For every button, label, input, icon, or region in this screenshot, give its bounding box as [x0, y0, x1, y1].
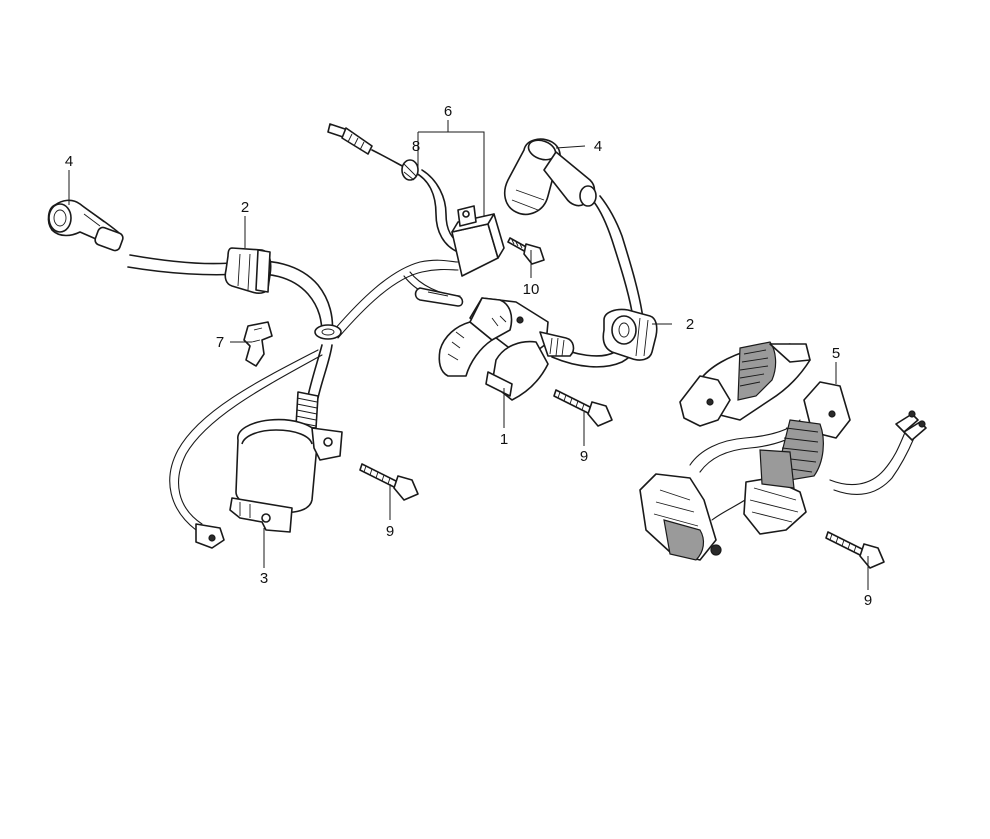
- spark-plug-cap-right: [503, 138, 597, 216]
- callout-9-left: 9: [386, 523, 394, 540]
- callout-9-center: 9: [580, 448, 588, 465]
- callout-1: 1: [500, 431, 508, 448]
- callout-7: 7: [216, 334, 224, 351]
- bolt-10: [507, 237, 545, 265]
- callout-4-right: 4: [594, 138, 602, 155]
- ground-terminal: [195, 523, 225, 549]
- ignition-unit: [451, 205, 505, 277]
- wire-connector: [414, 287, 464, 307]
- leader-lines: [68, 120, 869, 590]
- callout-labels: 1 2 2 3 4 4 5 6 7 8 9 9 9 10: [65, 103, 872, 609]
- wire-clip: [243, 321, 273, 367]
- bolt-9-left: [359, 463, 419, 501]
- callout-9-right: 9: [864, 592, 872, 609]
- callout-6: 6: [444, 103, 452, 120]
- callout-10: 10: [523, 281, 540, 298]
- callout-2-right: 2: [686, 316, 694, 333]
- ignition-coil: [229, 391, 343, 533]
- bolt-9-center: [553, 389, 613, 427]
- stop-switch-lead: [327, 123, 419, 181]
- callout-3: 3: [260, 570, 268, 587]
- spark-plug-cap-left: [47, 199, 124, 252]
- bolt-9-right: [825, 531, 885, 569]
- callout-4-left: 4: [65, 153, 73, 170]
- callout-8: 8: [412, 138, 420, 155]
- charge-coil: [639, 341, 927, 561]
- grommet-left: [224, 247, 272, 294]
- callout-5: 5: [832, 345, 840, 362]
- lead-grommet: [314, 324, 342, 340]
- callout-2-left: 2: [241, 199, 249, 216]
- grommet-right: [602, 308, 658, 361]
- ignition-module: [438, 297, 575, 401]
